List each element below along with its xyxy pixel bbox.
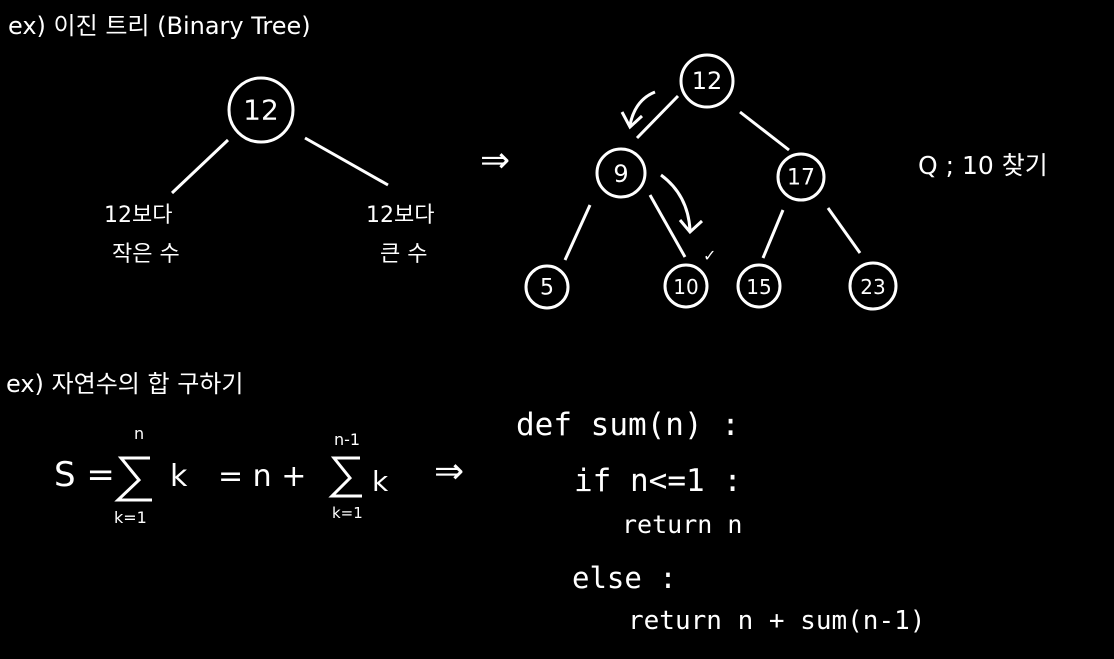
formula-middle: = n + [218, 459, 307, 494]
code-line-if: if n<=1 : [574, 463, 742, 499]
edge-12-17 [739, 110, 790, 152]
code-line-return-recursive: return n + sum(n-1) [628, 606, 926, 636]
sigma-symbol-2 [328, 456, 362, 498]
concept-right-edge [304, 136, 389, 187]
node-17-value: 17 [787, 166, 815, 191]
concept-root-value: 12 [243, 94, 279, 127]
node-12 [679, 53, 735, 109]
sigma-symbol-1 [114, 456, 152, 502]
node-15 [736, 263, 782, 309]
edge-12-9 [635, 94, 680, 140]
node-12-value: 12 [692, 67, 723, 95]
node-15-value: 15 [746, 275, 771, 299]
node-9-value: 9 [613, 160, 628, 188]
edge-17-15 [761, 209, 785, 259]
code-line-else: else : [572, 561, 677, 595]
left-subtree-label-line2: 작은 수 [112, 242, 180, 267]
code-line-def: def sum(n) : [516, 407, 740, 443]
sigma1-body: k [170, 459, 188, 494]
node-5-value: 5 [540, 276, 554, 301]
implies-arrow-sum: ⇒ [434, 451, 465, 492]
sum-heading: ex) 자연수의 합 구하기 [6, 370, 244, 398]
edge-9-10 [648, 194, 687, 258]
sigma2-upper: n-1 [334, 430, 361, 449]
right-subtree-label-line2: 큰 수 [380, 242, 428, 267]
search-arrow-to-9-head [620, 111, 644, 130]
node-23 [848, 261, 898, 311]
node-5 [524, 264, 570, 310]
search-arrow-to-10-head [678, 219, 704, 235]
code-line-return-n: return n [622, 510, 743, 539]
search-arrow-to-9 [628, 90, 656, 126]
edge-17-23 [826, 207, 862, 254]
found-checkmark: ✓ [703, 246, 717, 265]
edge-9-5 [563, 204, 592, 261]
formula-lhs: S = [54, 455, 115, 495]
node-10 [663, 263, 709, 309]
sigma2-lower: k=1 [332, 504, 363, 522]
sigma1-lower: k=1 [114, 508, 147, 527]
sigma1-upper: n [134, 424, 145, 443]
concept-left-edge [170, 138, 230, 195]
node-9 [595, 147, 647, 199]
search-arrow-to-10 [660, 173, 692, 231]
sigma2-body: k [372, 465, 389, 498]
search-question: Q ; 10 찾기 [918, 151, 1048, 180]
binary-tree-heading: ex) 이진 트리 (Binary Tree) [8, 12, 311, 40]
right-subtree-label-line1: 12보다 [366, 203, 435, 228]
node-23-value: 23 [860, 275, 885, 299]
left-subtree-label-line1: 12보다 [104, 203, 173, 228]
node-17 [776, 152, 826, 202]
concept-root-node [227, 76, 295, 144]
node-10-value: 10 [673, 275, 698, 299]
implies-arrow-tree: ⇒ [480, 140, 511, 181]
